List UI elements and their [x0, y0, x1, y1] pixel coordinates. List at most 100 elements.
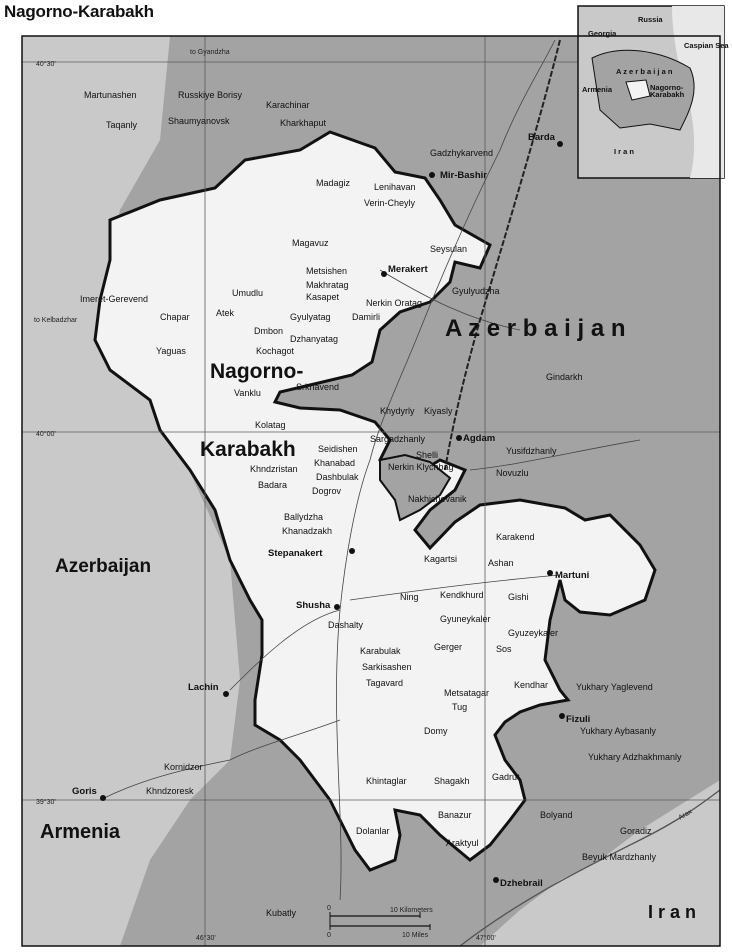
inset-azerbaijan: A z e r b a i j a n	[616, 67, 673, 76]
place-magavuz: Magavuz	[292, 238, 329, 248]
city-shusha: Shusha	[296, 600, 331, 611]
place-kagartsi: Kagartsi	[424, 554, 457, 564]
inset-armenia: Armenia	[582, 85, 613, 94]
city-markers	[100, 141, 565, 883]
place-sargadzhanly: Sargadzhanly	[370, 434, 426, 444]
place-tagavard: Tagavard	[366, 678, 403, 688]
place-imeret: Imeret-Gerevend	[80, 294, 148, 304]
place-ashan: Ashan	[488, 558, 514, 568]
place-gyuneykaler: Gyuneykaler	[440, 614, 491, 624]
city-labels: Barda Mir-Bashir Agdam Stepanakert Shush…	[72, 132, 590, 889]
place-araktyul: Araktyul	[446, 838, 479, 848]
place-sarkisashen: Sarkisashen	[362, 662, 412, 672]
place-gyulyudzha: Gyulyudzha	[452, 286, 500, 296]
place-russkiye-borisy: Russkiye Borisy	[178, 90, 243, 100]
region-azerbaijan-west: Azerbaijan	[55, 556, 151, 577]
place-nerkin-oratag: Nerkin Oratag	[366, 298, 422, 308]
place-dashalty: Dashalty	[328, 620, 364, 630]
place-kochagot: Kochagot	[256, 346, 295, 356]
place-kolatag: Kolatag	[255, 420, 286, 430]
label-to-gyandzha: to Gyandzha	[190, 49, 230, 56]
city-dzhebrail: Dzhebrail	[500, 878, 543, 889]
place-kiyasly: Kiyasly	[424, 406, 453, 416]
place-banazur: Banazur	[438, 810, 472, 820]
nagorno-karabakh-territory[interactable]	[93, 130, 657, 872]
scale-bar: 0 10 Kilometers 0 10 Miles	[327, 905, 433, 939]
inset-iran: I r a n	[614, 147, 634, 156]
place-novuzlu: Novuzlu	[496, 468, 529, 478]
place-khydyrly: Khydyrly	[380, 406, 415, 416]
roads	[99, 39, 641, 901]
place-shagakh: Shagakh	[434, 776, 470, 786]
scale-mi-tick-0: 0	[327, 932, 331, 939]
inset-caspian: Caspian Sea	[684, 41, 729, 50]
place-kendhar: Kendhar	[514, 680, 548, 690]
place-dogrov: Dogrov	[312, 486, 342, 496]
place-martunashen: Martunashen	[84, 90, 137, 100]
place-ballydzha: Ballydzha	[284, 512, 323, 522]
place-khndzoresk: Khndzoresk	[146, 786, 194, 796]
place-yukhary-adzhakhmanly: Yukhary Adzhakhmanly	[588, 752, 682, 762]
place-ning: Ning	[400, 592, 419, 602]
place-domy: Domy	[424, 726, 448, 736]
label-lon-47-00: 47°00'	[476, 934, 496, 942]
place-shelli: Shelli	[416, 450, 438, 460]
place-gadrut: Gadrut	[492, 772, 520, 782]
place-kasapet: Kasapet	[306, 292, 340, 302]
place-chapar: Chapar	[160, 312, 190, 322]
inset-map: Russia Georgia Caspian Sea A z e r b a i…	[577, 5, 729, 179]
place-gishi: Gishi	[508, 592, 529, 602]
city-goris: Goris	[72, 786, 97, 797]
place-metsatagar: Metsatagar	[444, 688, 489, 698]
place-atek: Atek	[216, 308, 235, 318]
region-iran: I r a n	[648, 902, 696, 922]
place-lenihavan: Lenihavan	[374, 182, 416, 192]
place-karakend: Karakend	[496, 532, 535, 542]
map-title: Nagorno-Karabakh	[4, 2, 154, 21]
place-gyuzeykaler: Gyuzeykaler	[508, 628, 558, 638]
place-dashbulak: Dashbulak	[316, 472, 359, 482]
region-nk-line2: Karabakh	[200, 438, 296, 461]
city-mir-bashir: Mir-Bashir	[440, 170, 487, 181]
place-gyulyatag: Gyulyatag	[290, 312, 331, 322]
agdam-corridor	[379, 453, 452, 522]
label-lon-46-30: 46°30'	[196, 934, 216, 942]
place-vanklu: Vanklu	[234, 388, 261, 398]
place-damirli: Damirli	[352, 312, 380, 322]
scale-mi-label: 10 Miles	[402, 932, 429, 939]
place-khanabad: Khanabad	[314, 458, 355, 468]
railway	[444, 39, 561, 471]
place-umudlu: Umudlu	[232, 288, 263, 298]
place-sos: Sos	[496, 644, 512, 654]
place-shaumyanovsk: Shaumyanovsk	[168, 116, 230, 126]
region-armenia: Armenia	[40, 821, 121, 843]
arax-river	[459, 789, 721, 947]
place-khanadzakh: Khanadzakh	[282, 526, 332, 536]
place-dzhanyatag: Dzhanyatag	[290, 334, 338, 344]
city-stepanakert: Stepanakert	[268, 548, 323, 559]
scale-km-tick-0: 0	[327, 905, 331, 912]
city-lachin: Lachin	[188, 682, 219, 693]
place-kendkhurd: Kendkhurd	[440, 590, 484, 600]
place-labels: Martunashen Russkiye Borisy Taqanly Shau…	[80, 90, 682, 918]
place-badara: Badara	[258, 480, 287, 490]
region-nk-line1: Nagorno-	[210, 360, 303, 383]
place-kubatly: Kubatly	[266, 908, 297, 918]
place-taqanly: Taqanly	[106, 120, 138, 130]
city-barda: Barda	[528, 132, 556, 143]
place-khndzristan: Khndzristan	[250, 464, 298, 474]
place-dolanlar: Dolanlar	[356, 826, 390, 836]
place-nakhichevanik: Nakhichevanik	[408, 494, 467, 504]
city-martuni: Martuni	[555, 570, 589, 581]
place-dmbon: Dmbon	[254, 326, 283, 336]
place-gerger: Gerger	[434, 642, 462, 652]
place-metsishen: Metsishen	[306, 266, 347, 276]
city-merakert: Merakert	[388, 264, 428, 275]
place-gindarkh: Gindarkh	[546, 372, 583, 382]
inset-nk-line2: Karabakh	[650, 90, 685, 99]
place-madagiz: Madagiz	[316, 178, 351, 188]
place-yusifdzhanly: Yusifdzhanly	[506, 446, 557, 456]
place-yukhary-yaglevend: Yukhary Yaglevend	[576, 682, 653, 692]
city-fizuli: Fizuli	[566, 714, 590, 725]
